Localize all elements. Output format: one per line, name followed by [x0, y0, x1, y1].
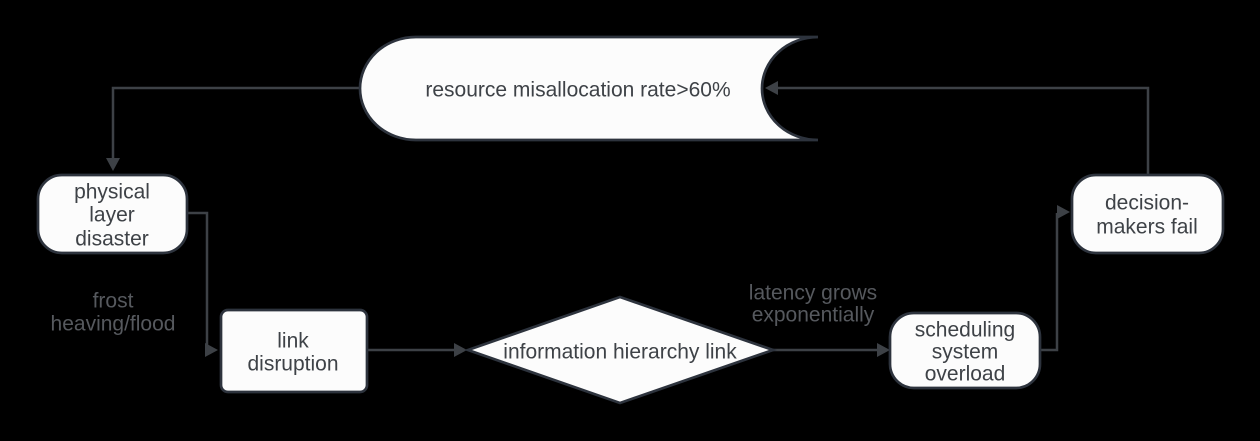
label-scheduling-line1: scheduling — [915, 318, 1015, 341]
node-information-hierarchy-diamond-shape — [463, 295, 778, 405]
arrowheads-group — [106, 81, 1070, 357]
label-link-line1: link — [277, 329, 309, 352]
node-physical-layer-disaster-shape — [36, 173, 189, 255]
arrowhead-right-into-scheduling — [877, 343, 890, 357]
edge-storeddata-to-physical — [111, 86, 360, 159]
label-physical-line3: disaster — [75, 227, 149, 250]
label-scheduling-line3: overload — [925, 362, 1006, 385]
arrowhead-down-into-physical — [106, 158, 120, 171]
label-decision-line2: makers fail — [1096, 215, 1198, 238]
arrowhead-left-into-storeddata — [765, 81, 778, 95]
node-link-disruption-shape — [219, 308, 369, 394]
label-resource-misallocation: resource misallocation rate>60% — [425, 78, 730, 101]
label-link-line2: disruption — [247, 352, 338, 375]
edge-scheduling-to-decision — [1040, 213, 1059, 352]
label-physical-line1: physical — [74, 180, 150, 203]
label-physical-line2: layer — [89, 203, 135, 226]
label-information-hierarchy: information hierarchy link — [503, 340, 737, 363]
node-decision-makers-fail-shape — [1070, 173, 1225, 255]
node-labels-group: resource misallocation rate>60% physical… — [74, 78, 1198, 385]
edge-label-frost-line2: heaving/flood — [51, 312, 176, 335]
nodes-group — [36, 35, 1225, 405]
edge-label-latency-line2: exponentially — [752, 303, 875, 326]
edge-lines-group — [111, 86, 1150, 352]
node-resource-misallocation-shape — [358, 35, 819, 142]
edge-label-frost-line1: frost — [93, 289, 134, 312]
node-scheduling-system-overload-shape — [888, 311, 1042, 390]
label-decision-line1: decision- — [1105, 191, 1189, 214]
edge-label-latency-line1: latency grows — [749, 281, 877, 304]
label-scheduling-line2: system — [932, 340, 999, 363]
arrowhead-right-into-link — [205, 343, 218, 357]
edge-labels-group: frost heaving/flood latency grows expone… — [51, 281, 878, 335]
arrowhead-right-into-diamond — [454, 343, 467, 357]
edge-decision-to-storeddata — [778, 86, 1150, 175]
arrowhead-right-into-decision — [1057, 205, 1070, 219]
